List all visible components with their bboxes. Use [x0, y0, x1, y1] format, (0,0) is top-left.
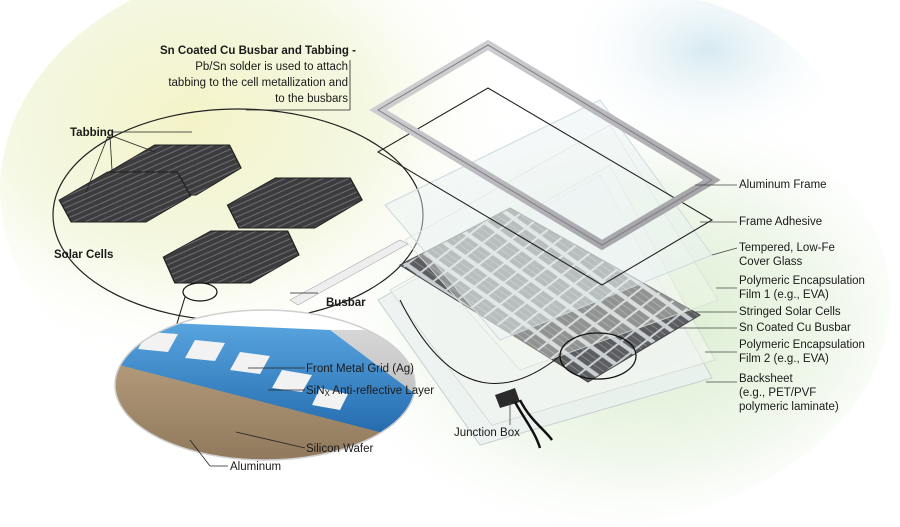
sinx-main: SiN	[306, 385, 325, 397]
cover-glass-label-1: Tempered, Low-Fe	[739, 241, 835, 255]
sn-busbar-label: Sn Coated Cu Busbar	[739, 321, 851, 335]
callout-line-1: Pb/Sn solder is used to attach	[195, 60, 348, 74]
callout-line-3: to the busbars	[275, 92, 348, 106]
aluminum-label: Aluminum	[230, 460, 281, 474]
callout-title: Sn Coated Cu Busbar and Tabbing -	[160, 44, 356, 58]
sinx-rest: Anti-reflective Layer	[330, 385, 434, 397]
encapsulation-1-label-1: Polymeric Encapsulation	[739, 274, 865, 288]
junction-box-label: Junction Box	[454, 426, 520, 440]
silicon-wafer-label: Silicon Wafer	[306, 442, 373, 456]
encapsulation-2-label-1: Polymeric Encapsulation	[739, 338, 865, 352]
backsheet-label-3: polymeric laminate)	[739, 400, 839, 414]
encapsulation-1-label-2: Film 1 (e.g., EVA)	[739, 288, 829, 302]
backsheet-label-2: (e.g., PET/PVF	[739, 386, 816, 400]
callout-line-2: tabbing to the cell metallization and	[168, 76, 348, 90]
backsheet-label-1: Backsheet	[739, 372, 793, 386]
cover-glass-label-2: Cover Glass	[739, 255, 802, 269]
sinx-layer-label: SiNX Anti-reflective Layer	[306, 384, 434, 401]
solar-cells-label: Solar Cells	[54, 248, 113, 262]
aluminum-frame-label: Aluminum Frame	[739, 178, 827, 192]
front-metal-grid-label: Front Metal Grid (Ag)	[306, 362, 414, 376]
encapsulation-2-label-2: Film 2 (e.g., EVA)	[739, 352, 829, 366]
busbar-label: Busbar	[326, 296, 366, 310]
frame-adhesive-label: Frame Adhesive	[739, 215, 822, 229]
tabbing-label: Tabbing	[70, 126, 114, 140]
stringed-cells-label: Stringed Solar Cells	[739, 305, 841, 319]
